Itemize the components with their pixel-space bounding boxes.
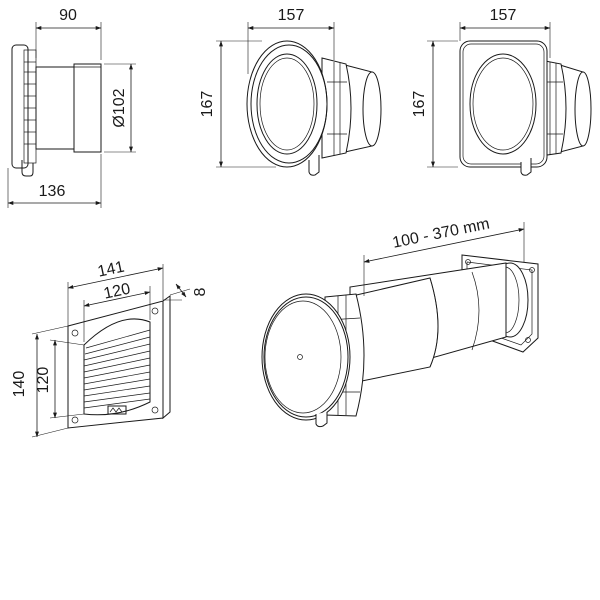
dim-grille-thickness: 8 (192, 287, 209, 296)
dim-side-length: 136 (39, 183, 66, 200)
dim-round-width: 157 (278, 7, 305, 24)
louvered-grille-view: 141 120 8 140 120 (11, 258, 209, 438)
dim-round-height: 167 (199, 91, 216, 118)
dim-grille-outer-height: 140 (11, 371, 28, 398)
louvers (83, 318, 151, 416)
brand-logo (107, 405, 127, 415)
square-cover-view: 157 167 (411, 7, 592, 176)
dim-grille-inner-height: 120 (35, 367, 52, 394)
dim-square-height: 167 (411, 91, 428, 118)
dim-grille-outer-width: 141 (96, 258, 126, 280)
side-view: 90 136 Ø102 (7, 7, 136, 208)
dim-grille-inner-width: 120 (102, 280, 132, 302)
dim-side-diameter: Ø102 (111, 88, 128, 127)
assembled-sleeve-view: 100 - 370 mm (261, 215, 539, 428)
dim-side-depth: 90 (59, 7, 77, 24)
round-cover-view: 157 167 (199, 7, 382, 176)
dim-square-width: 157 (490, 7, 517, 24)
